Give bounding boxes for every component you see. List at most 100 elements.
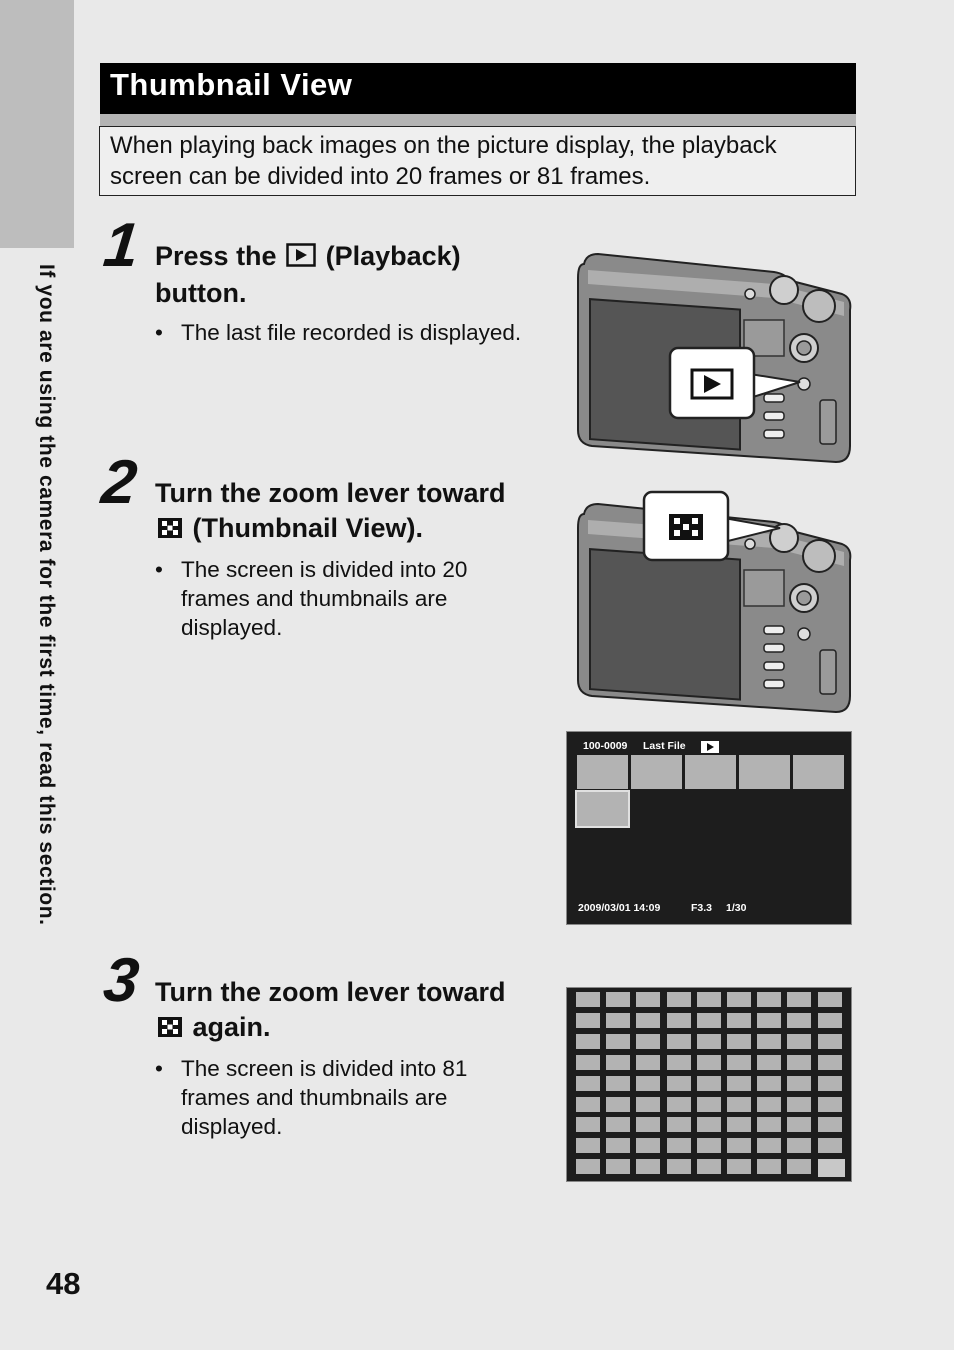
shutter-speed: 1/30 <box>726 902 747 914</box>
thumbnail-frame <box>576 992 600 1007</box>
thumbnail-frame <box>666 1012 691 1028</box>
thumbnail-frame <box>727 1159 751 1175</box>
thumbnail-frame <box>727 1054 751 1070</box>
thumbnail-frame <box>727 1096 751 1112</box>
thumbnail-frame <box>817 1159 845 1178</box>
thumbnail-frame <box>696 1033 721 1049</box>
thumbnail-frame <box>787 1033 812 1049</box>
thumbnail-frame <box>696 1117 721 1133</box>
step-2-heading-post: (Thumbnail View). <box>192 513 424 543</box>
thumbnail-frame <box>757 1033 782 1049</box>
thumbnail-frame <box>817 1012 842 1028</box>
step-3-heading: Turn the zoom lever toward again. <box>155 975 555 1047</box>
thumbnail-frame <box>817 1096 842 1112</box>
thumbnail-view-icon <box>157 1012 183 1047</box>
thumbnail-frame <box>606 992 631 1007</box>
thumbnail-frame <box>636 992 661 1007</box>
thumbnail-frame <box>817 1033 842 1049</box>
bullet-dot: • <box>155 557 163 582</box>
thumbnail-frame <box>576 1033 600 1049</box>
side-tab-text: If you are using the camera for the firs… <box>35 264 58 926</box>
step-2-bullet-line: displayed. <box>181 615 283 640</box>
thumbnail-frame <box>757 1138 782 1154</box>
thumbnail-frame <box>636 1075 661 1091</box>
thumbnail-frame <box>727 992 751 1007</box>
camera-illustration-playback <box>574 250 856 471</box>
thumbnail-frame <box>606 1096 631 1112</box>
step-1-heading: Press the (Playback) button. <box>155 239 555 311</box>
thumbnail-frame <box>576 1096 600 1112</box>
thumbnail-frame <box>666 1033 691 1049</box>
thumbnail-screen-20: 100-0009 Last File 2009/03/01 14:09 F3.3… <box>566 731 852 925</box>
step-3-bullet-text: The screen is divided into 81 frames and … <box>181 1054 545 1141</box>
thumbnail-frame <box>666 1075 691 1091</box>
thumbnail-frame <box>696 1138 721 1154</box>
thumbnail-frame <box>576 1138 600 1154</box>
thumbnail-frame <box>787 1159 812 1175</box>
step-3-bullet-line: The screen is divided into 81 <box>181 1056 468 1081</box>
thumbnail-frame <box>787 1075 812 1091</box>
thumbnail-frame <box>817 1075 842 1091</box>
aperture: F3.3 <box>691 902 713 914</box>
thumbnail-frame <box>757 1054 782 1070</box>
thumbnail-frame <box>727 1033 751 1049</box>
step-number-2: 2 <box>98 448 141 517</box>
step-1-bullet-text: The last file recorded is displayed. <box>181 320 522 345</box>
thumbnail-frame <box>696 1054 721 1070</box>
thumbnail-frame <box>666 1138 691 1154</box>
step-3-bullet-line: displayed. <box>181 1114 283 1139</box>
thumbnail-frame <box>757 1096 782 1112</box>
thumbnail-frame <box>757 1159 782 1175</box>
thumbnail-frame <box>817 1138 842 1154</box>
file-number: 100-0009 <box>583 740 628 752</box>
thumbnail-frame <box>606 1138 631 1154</box>
thumbnail-frame <box>636 1117 661 1133</box>
thumbnail-frame <box>696 1096 721 1112</box>
step-3-bullet-line: frames and thumbnails are <box>181 1085 448 1110</box>
last-file-label: Last File <box>643 740 686 752</box>
thumbnail-frame <box>636 1054 661 1070</box>
thumbnail-frame <box>606 1075 631 1091</box>
thumbnail-frame <box>576 1012 600 1028</box>
thumbnail-frame <box>606 1117 631 1133</box>
title-rule <box>100 114 856 126</box>
thumbnail-frame <box>757 1012 782 1028</box>
step-2-bullet-line: frames and thumbnails are <box>181 586 448 611</box>
thumbnail-screen-81 <box>566 987 852 1182</box>
thumbnail-frame <box>666 992 691 1007</box>
thumbnail-frame <box>685 755 736 789</box>
thumbnail-frame <box>666 1159 691 1175</box>
thumbnail-frame <box>606 1033 631 1049</box>
thumbnail-frame <box>576 1117 600 1133</box>
thumbnail-frame <box>575 790 630 828</box>
thumbnail-frame <box>727 1138 751 1154</box>
thumbnail-frame <box>757 1075 782 1091</box>
step-number-1: 1 <box>100 211 143 280</box>
step-1-heading-pre: Press the <box>155 241 277 271</box>
thumbnail-frame <box>787 1012 812 1028</box>
thumbnail-frame <box>666 1054 691 1070</box>
playback-icon <box>286 241 316 276</box>
thumbnail-frame <box>606 1054 631 1070</box>
thumbnail-frame <box>636 1096 661 1112</box>
step-2-heading: Turn the zoom lever toward (Thumbnail Vi… <box>155 476 555 548</box>
playback-icon <box>701 740 719 758</box>
thumbnail-frame <box>787 1117 812 1133</box>
bullet-dot: • <box>155 1056 163 1081</box>
thumbnail-frame <box>787 992 812 1007</box>
thumbnail-frame <box>631 755 682 789</box>
step-1-bullet: • The last file recorded is displayed. <box>155 318 545 347</box>
step-3-heading-post: again. <box>192 1012 271 1042</box>
thumbnail-frame <box>787 1054 812 1070</box>
thumbnail-view-icon <box>157 513 183 548</box>
step-2-heading-line1: Turn the zoom lever toward <box>155 478 506 508</box>
intro-text: When playing back images on the picture … <box>99 126 856 196</box>
thumbnail-frame <box>636 1033 661 1049</box>
thumbnail-frame <box>696 1075 721 1091</box>
thumbnail-frame <box>787 1096 812 1112</box>
thumbnail-frame <box>576 1054 600 1070</box>
section-title: Thumbnail View <box>100 63 856 114</box>
thumbnail-frame <box>606 1012 631 1028</box>
side-tab <box>0 0 74 248</box>
